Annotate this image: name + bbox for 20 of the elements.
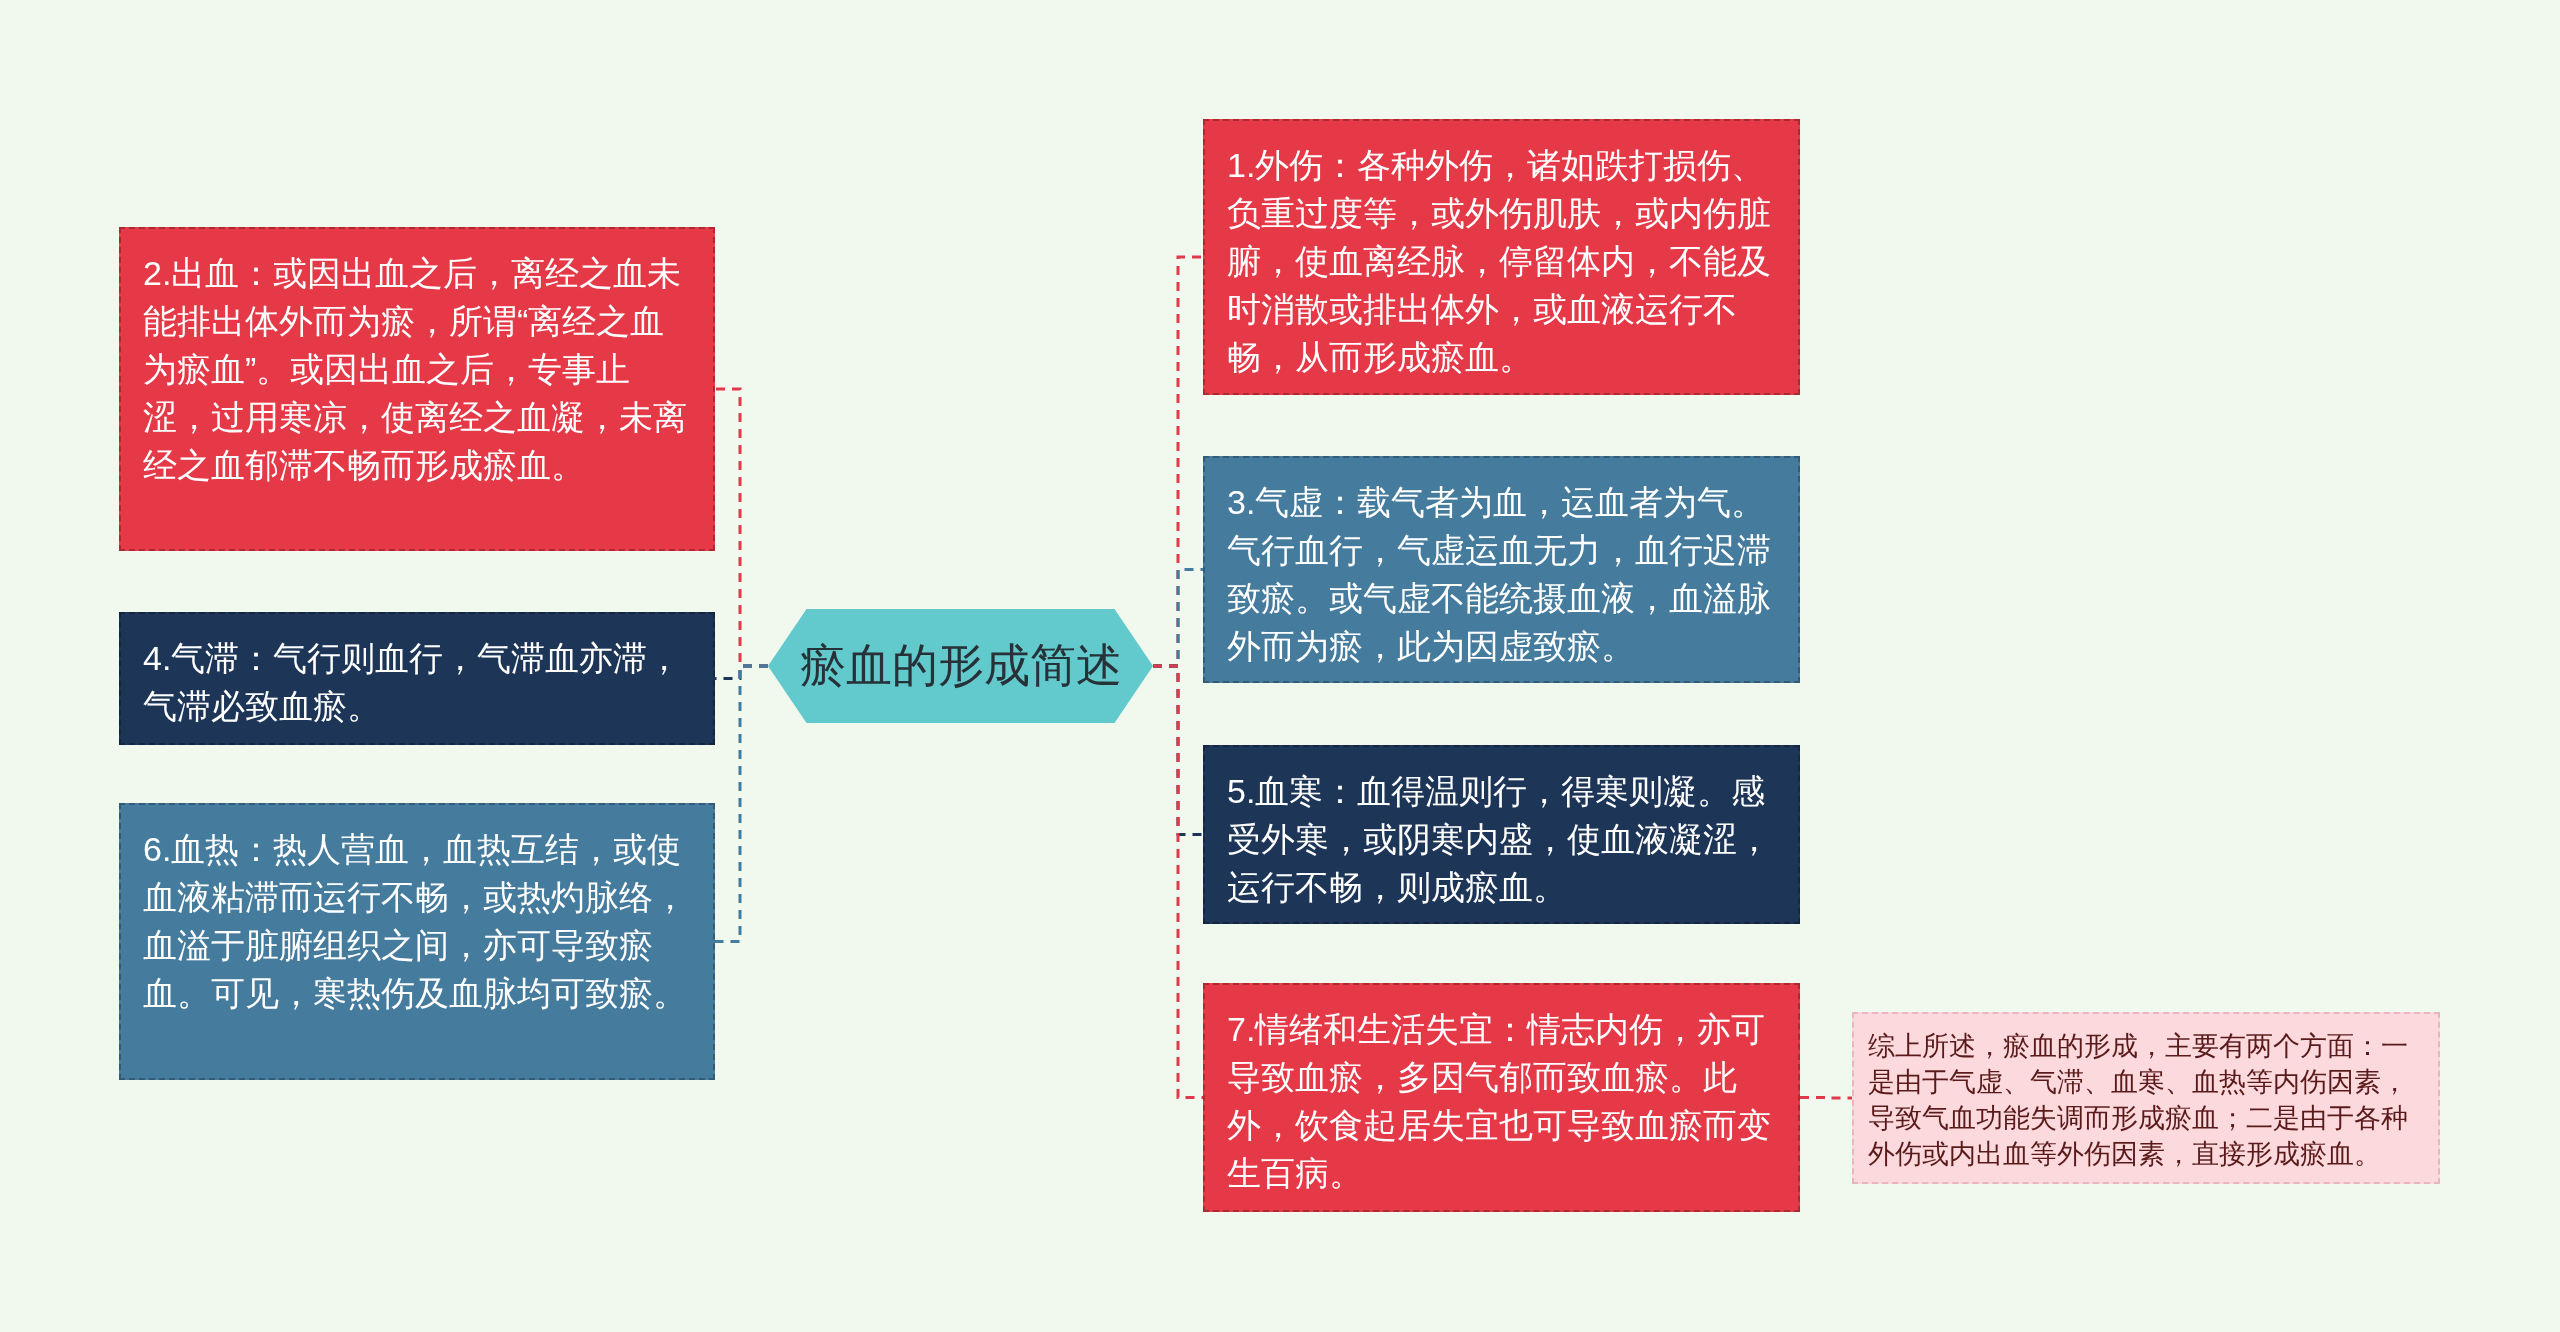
topic-box [119, 227, 715, 551]
topic-text: 2.出血：或因出血之后，离经之血未能排出体外而为瘀，所谓“离经之血为瘀血”。或因出血之后，专事止涩，过用寒凉，使离经之血凝，未离经之血郁滞不畅而形成瘀血。 [143, 253, 688, 486]
topic-text: 5.血寒：血得温则行，得寒则凝。感受外寒，或阴寒内盛，使血液凝涩，运行不畅，则成瘀血。 [1227, 771, 1772, 908]
topic-box [1203, 119, 1800, 395]
summary-box [1852, 1012, 2440, 1184]
topic-text: 3.气虚：载气者为血，运血者为气。气行血行，气虚运血无力，血行迟滞致瘀。或气虚不能统摄血液，血溢脉外而为瘀，此为因虚致瘀。 [1227, 482, 1772, 667]
topic-box [1203, 456, 1800, 683]
topic-box [119, 803, 715, 1080]
topic-text: 综上所述，瘀血的形成，主要有两个方面：一是由于气虚、气滞、血寒、血热等内伤因素，导致气血功能失调而形成瘀血；二是由于各种外伤或内出血等外伤因素，直接形成瘀血。 [1868, 1030, 2409, 1171]
connector-line [1153, 664, 1203, 1099]
connector-line [1800, 1096, 1852, 1100]
topic-text: 6.血热：热人营血，血热互结，或使血液粘滞而运行不畅，或热灼脉络，血溢于脏腑组织之间，亦可导致瘀血。可见，寒热伤及血脉均可致瘀。 [143, 829, 688, 1014]
topic-box [1203, 745, 1800, 924]
topic-box [119, 612, 715, 745]
topic-title: 瘀血的形成简述 [799, 638, 1122, 693]
connector-line [715, 664, 768, 943]
topic-text: 7.情绪和生活失宜：情志内伤，亦可导致血瘀，多因气郁而致血瘀。此外，饮食起居失宜也可导致血瘀而变生百病。 [1227, 1009, 1772, 1194]
topic-text: 4.气滞：气行则血行，气滞血亦滞，气滞必致血瘀。 [143, 638, 683, 727]
topic-text: 1.外伤：各种外伤，诸如跌打损伤、负重过度等，或外伤肌肤，或内伤脏腑，使血离经脉，停留体内，不能及时消散或排出体外，或血液运行不畅，从而形成瘀血。 [1227, 145, 1772, 378]
topic-box [1203, 983, 1800, 1212]
